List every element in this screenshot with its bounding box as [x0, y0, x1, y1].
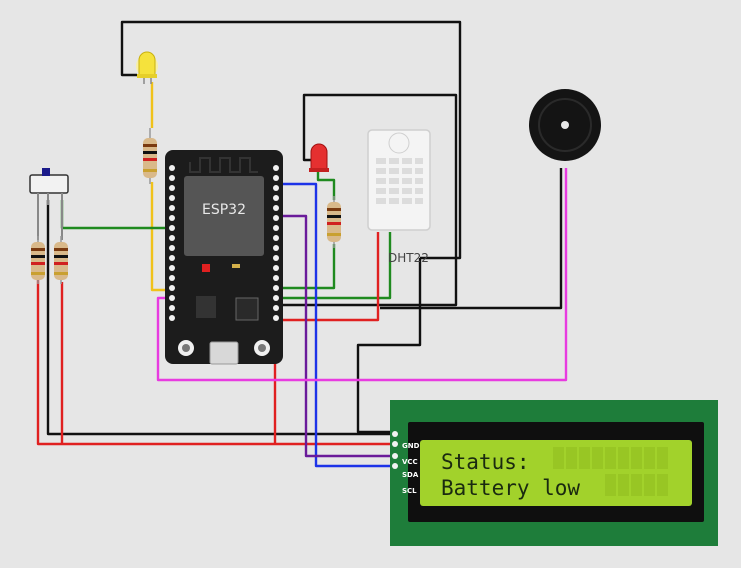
lcd1602[interactable]: Status: Battery low GND VCC SDA SCL: [390, 400, 718, 546]
dht22-sensor[interactable]: DHT22: [367, 129, 431, 265]
wire-black-red-led[interactable]: [278, 93, 458, 307]
wire-blue[interactable]: [278, 182, 394, 468]
red-led[interactable]: [309, 143, 329, 172]
wire-magenta[interactable]: [156, 168, 568, 382]
esp32-board[interactable]: ESP32: [165, 150, 283, 365]
wires: [36, 20, 568, 468]
lcd-pin-gnd: GND: [402, 442, 420, 450]
lcd-pin-vcc: VCC: [402, 458, 418, 466]
wire-purple[interactable]: [278, 214, 394, 458]
resistor-switch-left[interactable]: [31, 236, 45, 284]
wire-black-led-loop[interactable]: [120, 20, 462, 260]
dht22-label: DHT22: [388, 251, 429, 265]
wire-green-switch[interactable]: [60, 200, 172, 230]
lcd-line1: Status:: [441, 450, 530, 474]
wire-green-red-led[interactable]: [278, 172, 336, 290]
slide-switch[interactable]: [29, 168, 69, 240]
yellow-led[interactable]: [136, 51, 158, 84]
resistor-red-led[interactable]: [327, 196, 341, 248]
lcd-line2: Battery low: [441, 476, 580, 500]
wire-black-buzzer[interactable]: [380, 168, 563, 310]
lcd-pin-scl: SCL: [402, 487, 417, 495]
wire-black-lcd-gnd[interactable]: [356, 258, 422, 434]
buzzer[interactable]: [529, 89, 601, 161]
resistor-switch-right[interactable]: [54, 236, 68, 284]
wire-black-switch[interactable]: [46, 200, 394, 436]
resistor-yellow-led[interactable]: [143, 128, 157, 184]
lcd-pin-sda: SDA: [402, 471, 419, 479]
wire-red-dht[interactable]: [278, 232, 380, 322]
esp32-label: ESP32: [202, 202, 246, 218]
